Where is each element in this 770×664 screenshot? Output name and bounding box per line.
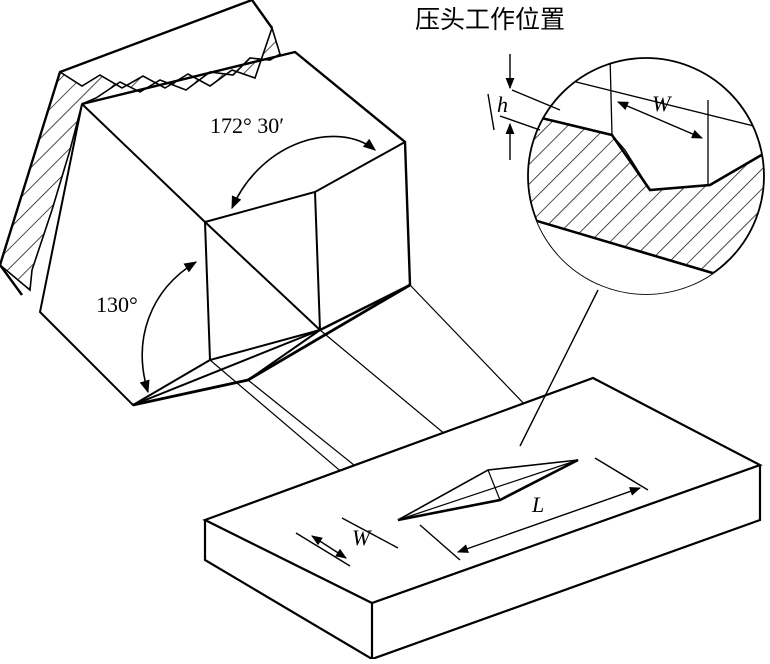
side-angle-label: 130° [96,292,138,317]
indenter-holder [0,0,412,407]
depth-dimension [487,54,561,160]
top-angle-arc [231,135,376,210]
holder-cut-section [0,25,281,292]
length-label: L [531,492,544,517]
depth-label: h [497,92,508,117]
top-angle-label: 172° 30′ [210,113,284,138]
side-angle-arc [139,261,198,394]
magnified-detail: W [527,57,765,295]
width-dimension [295,517,399,567]
zoom-width-label: W [652,91,672,116]
zoom-leader-line [519,289,599,447]
width-label: W [352,525,372,550]
length-dimension [419,457,649,561]
diagram-title: 压头工作位置 [415,5,565,34]
specimen-block [202,376,763,661]
